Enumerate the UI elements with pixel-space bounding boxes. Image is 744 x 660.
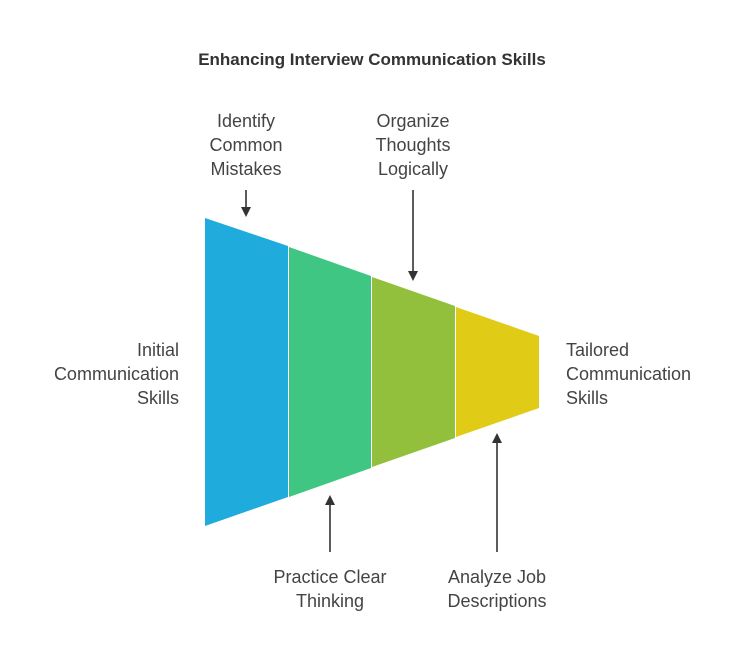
funnel-segment-1: [205, 218, 288, 526]
label-identify-mistakes: Identify Common Mistakes: [209, 111, 283, 179]
label-practice-thinking: Practice Clear Thinking: [273, 567, 387, 611]
label-analyze-job: Analyze Job Descriptions: [447, 567, 547, 611]
label-tailored-skills: Tailored Communication Skills: [566, 340, 692, 408]
funnel-segment-4: [456, 307, 539, 437]
label-organize-thoughts: Organize Thoughts Logically: [375, 111, 451, 179]
label-initial-skills: Initial Communication Skills: [53, 340, 179, 408]
diagram-title: Enhancing Interview Communication Skills: [198, 50, 546, 69]
funnel-segment-3: [372, 277, 455, 467]
funnel-segment-2: [289, 247, 371, 497]
